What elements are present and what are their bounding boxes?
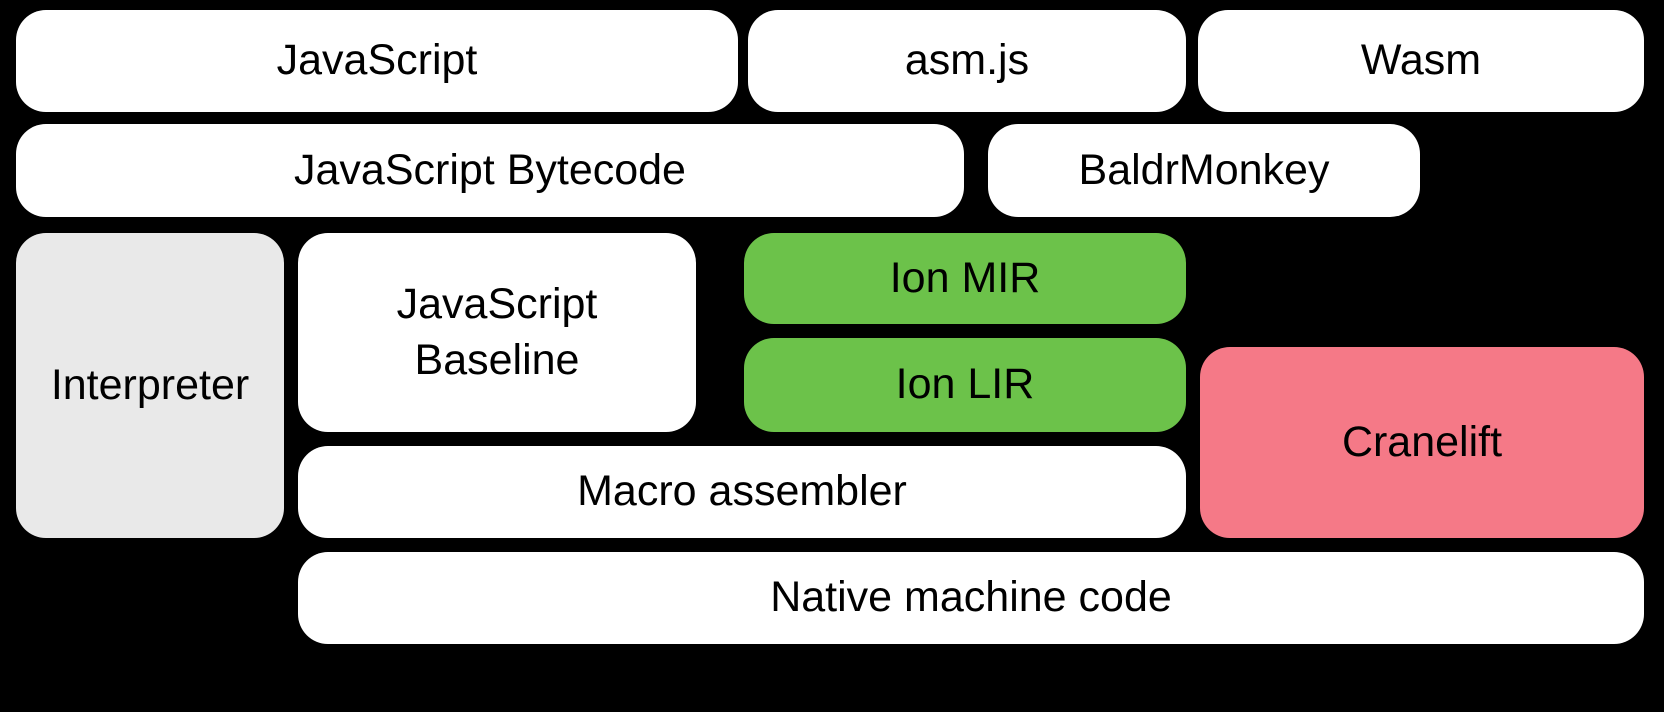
box-cranelift: Cranelift [1200,347,1644,538]
box-wasm: Wasm [1198,10,1644,112]
box-baldrmonkey: BaldrMonkey [988,124,1420,217]
box-ion-lir: Ion LIR [744,338,1186,432]
box-interpreter: Interpreter [16,233,284,538]
box-javascript: JavaScript [16,10,738,112]
box-javascript-bytecode: JavaScript Bytecode [16,124,964,217]
box-asm-js: asm.js [748,10,1186,112]
box-javascript-baseline: JavaScript Baseline [298,233,696,432]
box-native-machine-code: Native machine code [298,552,1644,644]
box-ion-mir: Ion MIR [744,233,1186,324]
box-macro-assembler: Macro assembler [298,446,1186,538]
